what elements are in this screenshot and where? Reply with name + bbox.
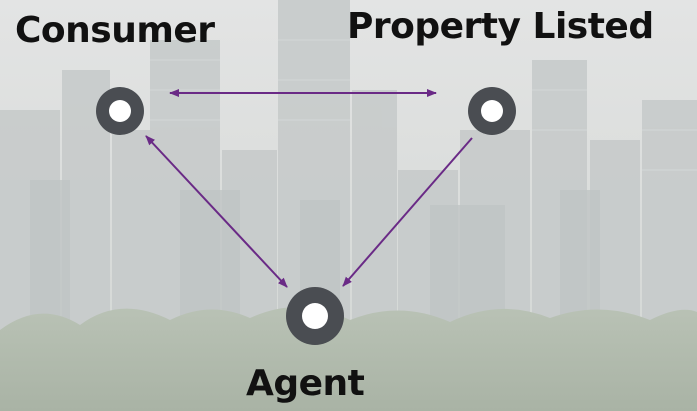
edge-property-agent bbox=[342, 137, 473, 287]
node-agent bbox=[286, 287, 344, 345]
agent-label: Agent bbox=[246, 363, 365, 404]
node-property bbox=[468, 87, 516, 135]
node-consumer bbox=[96, 87, 144, 135]
consumer-label: Consumer bbox=[15, 10, 215, 51]
property-listed-label: Property Listed bbox=[347, 6, 654, 47]
edge-consumer-agent bbox=[145, 135, 288, 288]
